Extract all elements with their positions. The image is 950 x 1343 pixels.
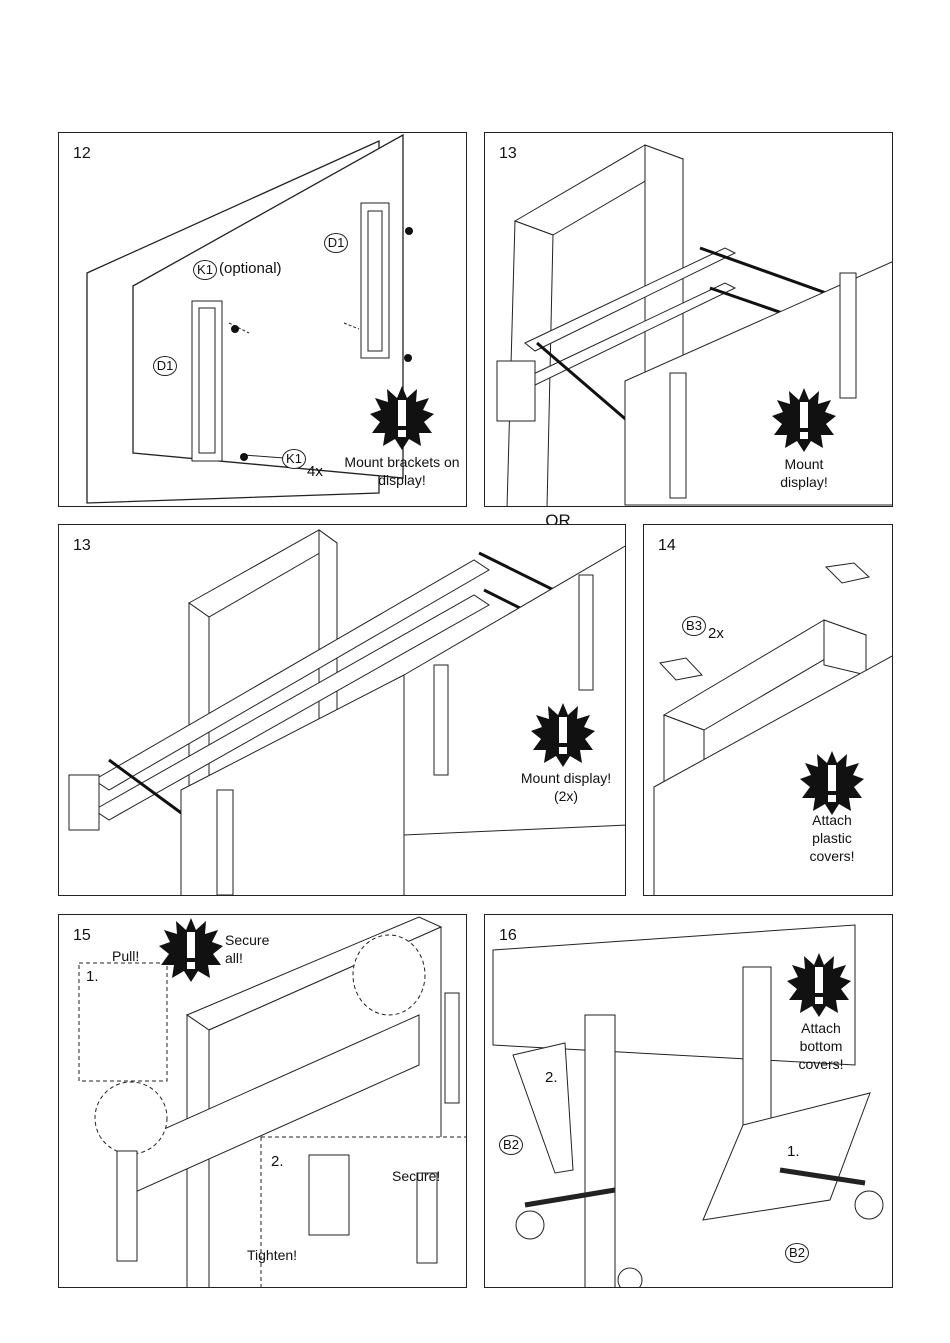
step-caption: Attach plastic covers! [794, 811, 870, 865]
callout-b2-left: B2 [499, 1135, 523, 1155]
bracket-mounting-illustration [59, 133, 467, 507]
quantity-label: 4x [307, 463, 323, 480]
callout-k1-top: K1 [193, 260, 217, 280]
step1-label: 1. [86, 968, 99, 985]
panel-step-16: 16 Attach bottom covers! 2. 1. B2 B2 [484, 914, 893, 1288]
step-number: 14 [658, 537, 676, 555]
step-caption: Mount display! (2x) [511, 769, 621, 805]
warning-burst-icon [531, 703, 595, 767]
step2-label: 2. [271, 1153, 284, 1170]
step-caption: Mount display! [768, 455, 840, 491]
callout-b2-right: B2 [785, 1243, 809, 1263]
pull-label: Pull! [112, 948, 139, 964]
step-caption: Mount brackets on display! [342, 453, 462, 489]
step-number: 15 [73, 927, 91, 945]
step1-label: 1. [787, 1143, 800, 1160]
secure-label: Secure! [392, 1168, 440, 1184]
callout-d1-right: D1 [324, 233, 348, 253]
step-number: 13 [499, 145, 517, 163]
step-number: 12 [73, 145, 91, 163]
step2-label: 2. [545, 1069, 558, 1086]
panel-step-13a: 13 Mount display! [484, 132, 893, 507]
callout-b3: B3 [682, 616, 706, 636]
warning-burst-icon [800, 751, 864, 815]
callout-d1-left: D1 [153, 356, 177, 376]
step-number: 16 [499, 927, 517, 945]
callout-k1-bottom: K1 [282, 449, 306, 469]
panel-step-13b: 13 Mount display! (2x) [58, 524, 626, 896]
panel-step-15: 15 Pull! 1. Secure all! 2. Tighten! Secu… [58, 914, 467, 1288]
warning-burst-icon [159, 918, 223, 982]
tighten-label: Tighten! [247, 1247, 297, 1263]
warning-burst-icon [370, 386, 434, 450]
panel-step-12: 12 K1 (optional) D1 D1 K1 4x Mount brack… [58, 132, 467, 507]
warning-burst-icon [787, 953, 851, 1017]
quantity-label: 2x [708, 625, 724, 642]
securing-illustration [59, 915, 467, 1288]
panel-step-14: 14 B3 2x Attach plastic covers! [643, 524, 893, 896]
warning-burst-icon [772, 388, 836, 452]
secure-all-label: Secure all! [225, 931, 275, 967]
step-caption: Attach bottom covers! [783, 1019, 859, 1073]
optional-note: (optional) [219, 260, 282, 277]
step-number: 13 [73, 537, 91, 555]
